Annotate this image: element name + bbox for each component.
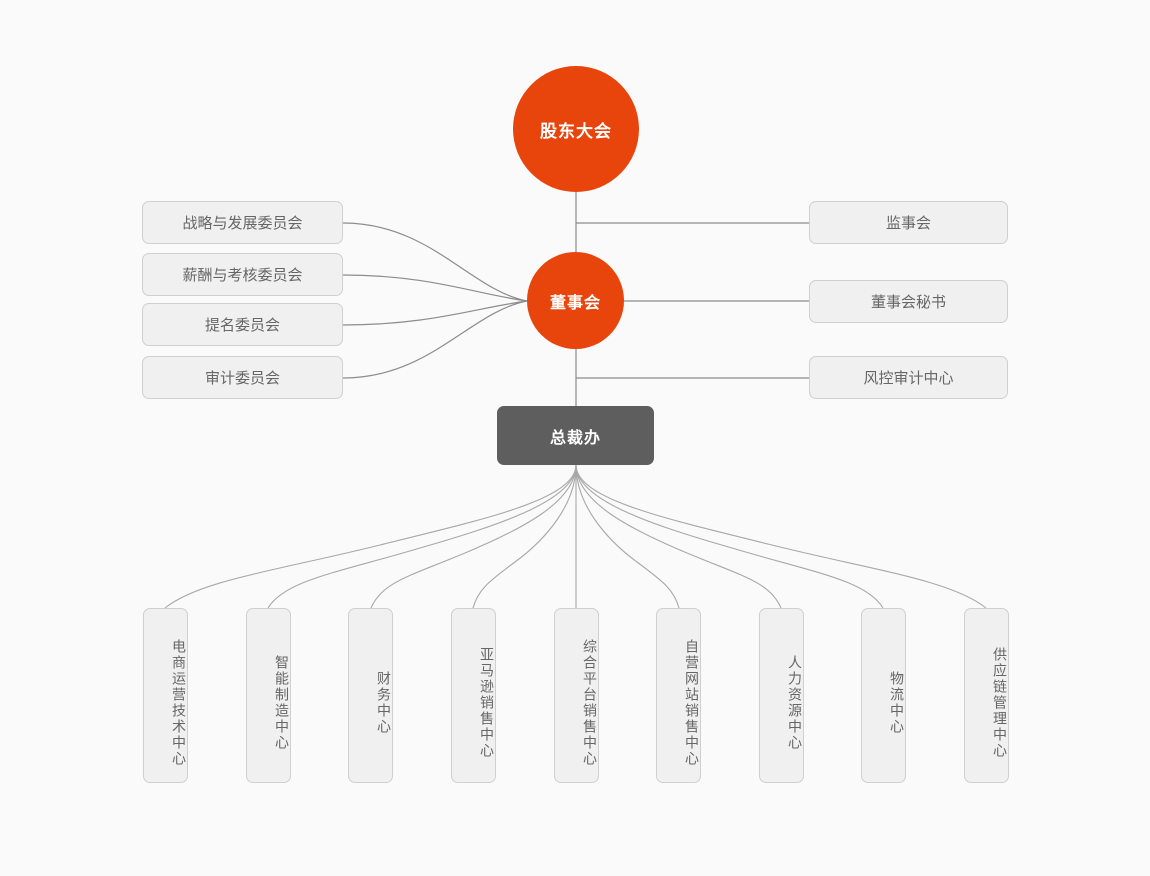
node-dept-label: 综合平台销售中心 bbox=[582, 638, 598, 767]
node-shareholders-meeting[interactable]: 股东大会 bbox=[513, 66, 639, 192]
node-dept-label: 自营网站销售中心 bbox=[684, 638, 700, 767]
node-committee-label: 提名委员会 bbox=[204, 317, 280, 334]
node-dept-self-operated-website-sales-center[interactable]: 自营网站销售中心 bbox=[656, 608, 701, 783]
node-dept-logistics-center[interactable]: 物流中心 bbox=[861, 608, 906, 783]
node-dept-label: 智能制造中心 bbox=[274, 654, 290, 751]
node-dept-label: 物流中心 bbox=[889, 670, 905, 735]
node-board-of-supervisors[interactable]: 监事会 bbox=[809, 201, 1008, 244]
edge-dept-0 bbox=[164, 464, 577, 609]
node-dept-label: 人力资源中心 bbox=[787, 654, 803, 751]
node-board-of-directors[interactable]: 董事会 bbox=[527, 252, 624, 349]
node-dept-supply-chain-management-center[interactable]: 供应链管理中心 bbox=[964, 608, 1009, 783]
node-board-secretary[interactable]: 董事会秘书 bbox=[809, 280, 1008, 323]
node-president-office-label: 总裁办 bbox=[549, 429, 601, 447]
node-committee-nomination[interactable]: 提名委员会 bbox=[142, 303, 343, 346]
node-dept-label: 电商运营技术中心 bbox=[171, 638, 187, 767]
node-board-of-directors-label: 董事会 bbox=[549, 294, 601, 312]
node-dept-label: 财务中心 bbox=[376, 670, 392, 735]
node-right-unit-label: 风控审计中心 bbox=[863, 370, 954, 387]
node-shareholders-meeting-label: 股东大会 bbox=[540, 121, 612, 141]
edge-dept-3 bbox=[472, 464, 577, 609]
edge-dept-5 bbox=[575, 464, 680, 609]
node-committee-label: 薪酬与考核委员会 bbox=[182, 267, 303, 284]
node-risk-control-audit-center[interactable]: 风控审计中心 bbox=[809, 356, 1008, 399]
node-committee-strategy-development[interactable]: 战略与发展委员会 bbox=[142, 201, 343, 244]
edge-dept-1 bbox=[267, 464, 577, 609]
edge-dept-8 bbox=[575, 464, 987, 609]
node-president-office[interactable]: 总裁办 bbox=[497, 406, 654, 465]
node-dept-label: 供应链管理中心 bbox=[992, 646, 1008, 759]
node-dept-amazon-sales-center[interactable]: 亚马逊销售中心 bbox=[451, 608, 496, 783]
edge-dept-2 bbox=[370, 464, 577, 609]
edge-committee-3 bbox=[342, 300, 528, 379]
node-dept-ecommerce-operations-technology-center[interactable]: 电商运营技术中心 bbox=[143, 608, 188, 783]
node-dept-human-resources-center[interactable]: 人力资源中心 bbox=[759, 608, 804, 783]
edge-committee-1 bbox=[342, 274, 528, 302]
edge-dept-7 bbox=[575, 464, 884, 609]
edge-committee-0 bbox=[342, 222, 528, 302]
node-committee-audit[interactable]: 审计委员会 bbox=[142, 356, 343, 399]
node-right-unit-label: 董事会秘书 bbox=[870, 294, 946, 311]
node-dept-integrated-platform-sales-center[interactable]: 综合平台销售中心 bbox=[554, 608, 599, 783]
node-dept-label: 亚马逊销售中心 bbox=[479, 646, 495, 759]
node-dept-intelligent-manufacturing-center[interactable]: 智能制造中心 bbox=[246, 608, 291, 783]
edge-committee-2 bbox=[342, 300, 528, 326]
node-committee-compensation-appraisal[interactable]: 薪酬与考核委员会 bbox=[142, 253, 343, 296]
edge-dept-6 bbox=[575, 464, 782, 609]
node-committee-label: 战略与发展委员会 bbox=[182, 215, 303, 232]
node-committee-label: 审计委员会 bbox=[204, 370, 280, 387]
node-right-unit-label: 监事会 bbox=[885, 215, 931, 232]
node-dept-finance-center[interactable]: 财务中心 bbox=[348, 608, 393, 783]
